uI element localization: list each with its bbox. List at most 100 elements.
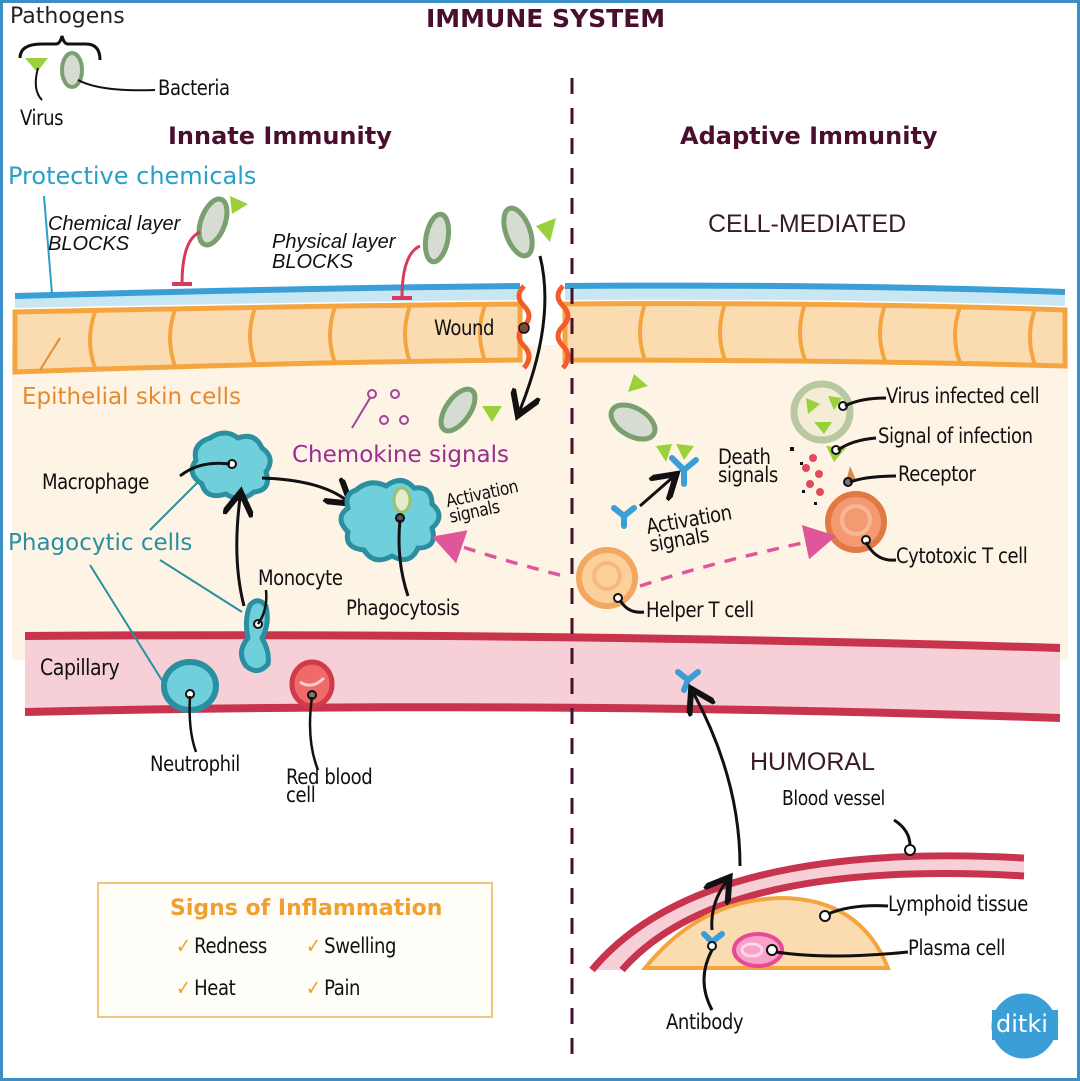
chemical-layer-label: Chemical layer BLOCKS [48,213,181,255]
capillary [25,635,1060,718]
signal-of-infection-label: Signal of infection [878,424,1033,448]
virus-icon [25,58,48,72]
bacteria-icon [438,386,478,434]
virus-leader [34,67,43,101]
infected-cell-leader [844,396,887,408]
inflammation-item-pain: ✓Pain [306,976,361,1000]
macrophage-to-phagocytosis-arrow [261,476,346,500]
virus-infected-cell-icon [790,380,854,444]
chemokine-label: Chemokine signals [292,442,510,468]
blood-vessel [592,855,1024,970]
chemokine-leader [351,397,371,429]
physical-layer-label: Physical layer BLOCKS [272,231,396,273]
chemical-block-line [180,230,201,285]
receptor-leader [849,474,897,484]
chemical-layer-line-right [564,282,1066,295]
bacteria-icon [60,51,84,89]
pathogens-heading: Pathogens [10,4,125,29]
capillary-label: Capillary [40,656,120,681]
protective-chemicals-label: Protective chemicals [8,162,257,190]
virus-icon [482,406,502,422]
phagocytic-leaders [89,481,243,691]
chemical-layer-line-left [14,283,521,299]
blood-vessel-marker [904,844,916,856]
helper-t-cell-label: Helper T cell [646,598,754,622]
monocyte-label: Monocyte [258,566,343,590]
plasma-nucleus [740,942,764,958]
virus-icon [536,218,556,242]
blood-vessel-label: Blood vessel [782,786,885,810]
innate-heading: Innate Immunity [168,122,392,150]
rbc-highlight [299,676,326,687]
bacteria-icon [501,205,535,259]
antibody-leader [702,949,714,1011]
check-icon: ✓ [306,976,321,1000]
pathogens-brace [18,35,102,61]
cytotoxic-leader [864,541,897,562]
capillary-wall-top [24,631,1061,652]
bacteria-leader [77,79,156,92]
virus-infected-cell-label: Virus infected cell [886,384,1040,408]
cytotoxic-nucleus [840,504,872,536]
phagocytosis-leader [397,519,410,597]
lymphoid-tissue-label: Lymphoid tissue [888,892,1028,916]
death-signals-label: Death signals [718,445,778,487]
helper-t-cell-icon [576,547,638,609]
rbc-leader [308,696,320,771]
signal-leader [837,436,877,452]
inflammation-box [97,882,493,1018]
wound-marker [518,322,530,334]
wound-label: Wound [434,316,495,340]
neutrophil-label: Neutrophil [150,752,240,776]
virus-icon [656,444,672,462]
inflammation-heading: Signs of Inflammation [170,896,443,921]
lymphoid-leader [827,904,889,916]
plasma-leader [775,950,909,958]
blood-vessel-wall-outer [589,852,1025,973]
virus-icon [628,374,648,392]
antibody-exit-arrow [712,882,726,931]
entry-arrow [520,255,547,410]
ditki-logo-band [992,1010,1058,1040]
bacteria-icon [196,196,230,248]
virus-icon [230,196,248,214]
antibody-bound-icon [669,455,699,487]
red-blood-cell-label: Red blood cell [286,765,373,807]
antibody-label: Antibody [666,1010,744,1034]
inflammation-item-swelling: ✓Swelling [306,934,397,958]
phagocytosis-label: Phagocytosis [346,596,460,620]
monocyte-leader [256,589,268,625]
epithelial-label: Epithelial skin cells [22,384,241,410]
ditki-logo-text: ditki [996,1010,1048,1038]
infected-cell-virions [806,396,842,434]
epithelial-layer-right [562,301,1068,369]
epithelial-layer-left [12,301,523,375]
antibody-marker [707,941,717,951]
lymphoid-marker [819,910,831,922]
antibody-icon [611,505,637,529]
antibody-in-blood-icon [675,669,701,693]
physical-block-line [400,244,421,299]
antibody-to-blood-arrow [694,694,742,867]
page-title: IMMUNE SYSTEM [426,4,666,33]
death-signal-dots [802,454,824,496]
epithelial-leader [39,337,61,371]
phagocytosis-macrophage-icon [338,478,442,563]
check-icon: ✓ [176,934,191,958]
helper-nucleus [592,561,622,591]
inflammation-item-heat: ✓Heat [176,976,236,1000]
virus-label: Virus [20,106,64,130]
phagocytic-cells-label: Phagocytic cells [8,530,193,556]
adaptive-heading: Adaptive Immunity [680,122,938,150]
plasma-cell-label: Plasma cell [908,936,1006,960]
humoral-heading: HUMORAL [750,748,876,776]
receptor-label: Receptor [898,462,976,486]
cell-mediated-heading: CELL-MEDIATED [708,210,907,238]
neutrophil-leader [188,695,198,753]
monocyte-to-macrophage-arrow [237,498,244,607]
epithelial-cell-walls [88,303,1037,369]
check-icon: ✓ [176,976,191,1000]
adaptive-activation-arrow [639,525,837,588]
protective-chemicals-leader [43,195,53,295]
